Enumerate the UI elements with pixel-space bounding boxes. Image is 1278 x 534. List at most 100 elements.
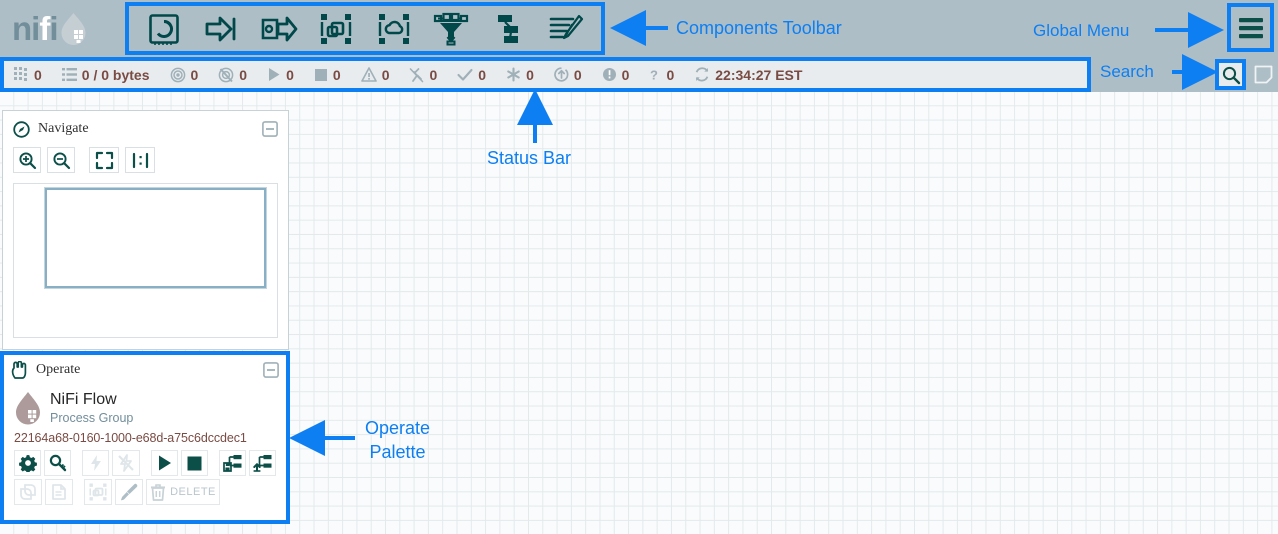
toolbar-item-input-port[interactable]: [198, 9, 244, 49]
status-bar: 0 0 / 0 bytes: [0, 57, 1091, 92]
stop-icon: [187, 456, 202, 470]
operate-view-details-button[interactable]: [44, 450, 72, 476]
search-icon: [1222, 66, 1240, 84]
navigate-panel: Navigate: [2, 110, 289, 350]
operate-enable-button[interactable]: [82, 450, 110, 476]
exclamation-circle-icon: [602, 67, 617, 82]
status-value: 0: [478, 66, 487, 83]
fit-screen-icon: [95, 151, 113, 169]
status-value: 0: [429, 66, 438, 83]
operate-configure-button[interactable]: [14, 450, 42, 476]
status-last-refreshed: 22:34:27 EST: [694, 67, 802, 83]
annotation-global-menu: Global Menu: [1033, 21, 1130, 40]
operate-delete-label: DELETE: [170, 486, 216, 498]
annotation-operate-palette: Operate Palette: [365, 418, 431, 462]
toolbar-item-funnel[interactable]: [428, 9, 474, 49]
note-icon: [1254, 65, 1273, 84]
status-bar-region: 0 0 / 0 bytes: [0, 57, 1278, 92]
status-value: 0: [573, 66, 582, 83]
zoom-fit-button[interactable]: [89, 147, 119, 173]
zoom-in-icon: [18, 151, 36, 169]
toolbar-item-process-group[interactable]: [313, 9, 359, 49]
funnel-icon: [434, 12, 469, 45]
queue-list-icon: [61, 67, 77, 82]
disabled-icon: [409, 67, 424, 83]
operate-change-color-button[interactable]: [115, 479, 143, 505]
operate-stop-button[interactable]: [180, 450, 208, 476]
process-group-droplet-icon: [16, 392, 40, 425]
status-value: 0: [526, 66, 534, 83]
status-up-to-date: 0: [457, 67, 486, 83]
toolbar-item-remote-process-group[interactable]: [371, 9, 417, 49]
lightning-slash-icon: [118, 454, 134, 472]
nifi-logo[interactable]: nifi: [0, 0, 125, 57]
question-mark-icon: ?: [649, 67, 661, 83]
status-not-transmitting: 0: [218, 67, 247, 83]
hamburger-menu-icon: [1238, 17, 1263, 38]
processor-icon: [148, 13, 179, 45]
output-port-icon: [261, 16, 298, 41]
operate-group-button[interactable]: [84, 479, 112, 505]
operate-actions-row-2: DELETE: [14, 479, 276, 505]
collapse-minus-icon: [263, 362, 279, 378]
navigate-panel-header: Navigate: [3, 111, 288, 147]
status-queued: 0 / 0 bytes: [61, 66, 150, 83]
status-value: 22:34:27 EST: [715, 66, 803, 83]
operate-start-button[interactable]: [150, 450, 178, 476]
minimap-viewport[interactable]: [44, 187, 267, 289]
operate-disable-button[interactable]: [112, 450, 140, 476]
status-value: 0 / 0 bytes: [81, 66, 150, 83]
remote-process-group-icon: [378, 13, 409, 44]
trash-icon: [151, 483, 166, 501]
navigate-panel-title: Navigate: [38, 121, 89, 136]
status-value: 0: [239, 66, 248, 83]
global-menu-button[interactable]: [1227, 3, 1274, 52]
status-running: 0: [267, 67, 294, 83]
copy-icon: [20, 484, 36, 500]
paste-icon: [52, 484, 66, 500]
birdseye-note-button[interactable]: [1250, 61, 1277, 88]
toolbar-item-label[interactable]: [543, 9, 589, 49]
toolbar-item-output-port[interactable]: [256, 9, 302, 49]
lightning-icon: [90, 455, 101, 471]
operate-component-identity: NiFi Flow Process Group: [14, 391, 276, 425]
annotation-components-toolbar: Components Toolbar: [676, 18, 842, 38]
paint-brush-icon: [120, 483, 137, 501]
status-stale: 0: [554, 67, 582, 83]
operate-component-type: Process Group: [50, 411, 134, 425]
navigate-collapse-button[interactable]: [262, 121, 278, 137]
operate-delete-button[interactable]: DELETE: [146, 479, 220, 505]
status-value: 0: [381, 66, 390, 83]
status-value: 0: [666, 66, 675, 83]
operate-copy-button[interactable]: [14, 479, 42, 505]
arrow-circle-up-icon: [554, 67, 569, 82]
operate-enable-all-controller-services-button[interactable]: [218, 450, 246, 476]
operate-component-text: NiFi Flow Process Group: [50, 391, 133, 425]
operate-actions-row-1: [14, 450, 276, 476]
operate-panel-header: Operate: [4, 355, 286, 385]
operate-disable-all-controller-services-button[interactable]: [248, 450, 276, 476]
operate-paste-button[interactable]: [45, 479, 73, 505]
toolbar-item-template[interactable]: [486, 9, 532, 49]
operate-collapse-button[interactable]: [263, 362, 279, 378]
zoom-out-button[interactable]: [47, 147, 75, 173]
zoom-actual-size-button[interactable]: [125, 147, 155, 173]
flow-upload-icon: [253, 455, 272, 472]
status-value: 0: [621, 66, 630, 83]
status-value: 0: [332, 66, 341, 83]
refresh-icon[interactable]: [694, 67, 710, 82]
status-sync-failure: ? 0: [649, 67, 674, 83]
collapse-minus-icon: [262, 121, 278, 137]
zoom-in-button[interactable]: [13, 147, 41, 173]
status-value: 0: [34, 66, 42, 83]
group-icon: [89, 483, 107, 501]
navigate-minimap[interactable]: [13, 183, 278, 338]
navigate-compass-icon: [13, 120, 30, 138]
nifi-droplet-icon: [61, 13, 85, 45]
operate-component-name: NiFi Flow: [50, 391, 117, 408]
gear-icon: [18, 455, 37, 472]
operate-panel-title: Operate: [36, 362, 81, 377]
toolbar-item-processor[interactable]: [141, 9, 187, 49]
